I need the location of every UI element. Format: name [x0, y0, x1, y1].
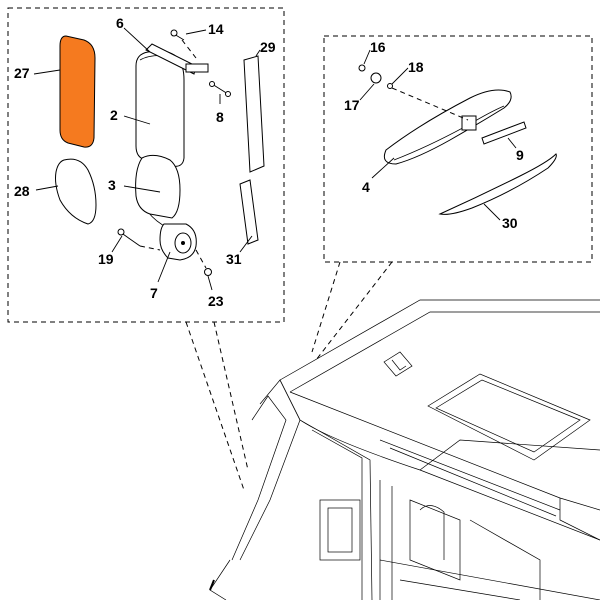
label-23: 23: [208, 293, 224, 309]
part-4-sun-visor[interactable]: [383, 89, 512, 165]
clip-end: [225, 91, 231, 97]
part-31-heater[interactable]: [239, 179, 259, 245]
callout-line-right: [315, 261, 393, 361]
part-6-bracket[interactable]: [185, 63, 209, 73]
mount-hole: [181, 241, 185, 245]
part-28-convex-glass[interactable]: [55, 158, 97, 225]
part-3-convex-head[interactable]: [135, 154, 181, 219]
part-17-washer[interactable]: [370, 72, 382, 84]
screw-axis: [181, 39, 197, 59]
screw-axis: [139, 245, 161, 251]
callout-line-right-2: [311, 261, 341, 353]
label-28: 28: [14, 183, 30, 199]
part-23-nut[interactable]: [204, 268, 212, 276]
part-29-heater[interactable]: [243, 55, 265, 173]
label-17: 17: [344, 97, 360, 113]
part-27-mirror-glass[interactable]: [59, 35, 96, 148]
label-29: 29: [260, 39, 276, 55]
visor-detail-box: [323, 35, 593, 263]
cab-illustration: [209, 299, 600, 600]
fastener-axis: [391, 87, 469, 121]
callout-line-left: [185, 321, 245, 491]
label-7: 7: [150, 285, 158, 301]
label-3: 3: [108, 177, 116, 193]
label-31: 31: [226, 251, 242, 267]
label-4: 4: [362, 179, 370, 195]
callout-line-left-2: [213, 321, 249, 471]
label-2: 2: [110, 107, 118, 123]
part-8-clip[interactable]: [211, 83, 229, 95]
visor-mount: [461, 115, 477, 131]
label-9: 9: [516, 147, 524, 163]
screw-head-icon: [117, 228, 125, 236]
clip-end: [209, 81, 215, 87]
mirror-detail-box: [7, 7, 285, 323]
label-30: 30: [502, 215, 518, 231]
label-14: 14: [208, 21, 224, 37]
label-16: 16: [370, 39, 386, 55]
label-6: 6: [116, 15, 124, 31]
nut-axis: [195, 249, 207, 269]
screw-head-icon: [170, 29, 178, 37]
part-2-mirror-head[interactable]: [135, 50, 185, 167]
label-27: 27: [14, 65, 30, 81]
part-30-trim-strip[interactable]: [438, 153, 557, 215]
part-18-nut[interactable]: [387, 83, 393, 89]
label-18: 18: [408, 59, 424, 75]
part-9-bracket[interactable]: [481, 121, 527, 145]
label-8: 8: [216, 109, 224, 125]
label-19: 19: [98, 251, 114, 267]
part-16-screw[interactable]: [358, 64, 366, 72]
